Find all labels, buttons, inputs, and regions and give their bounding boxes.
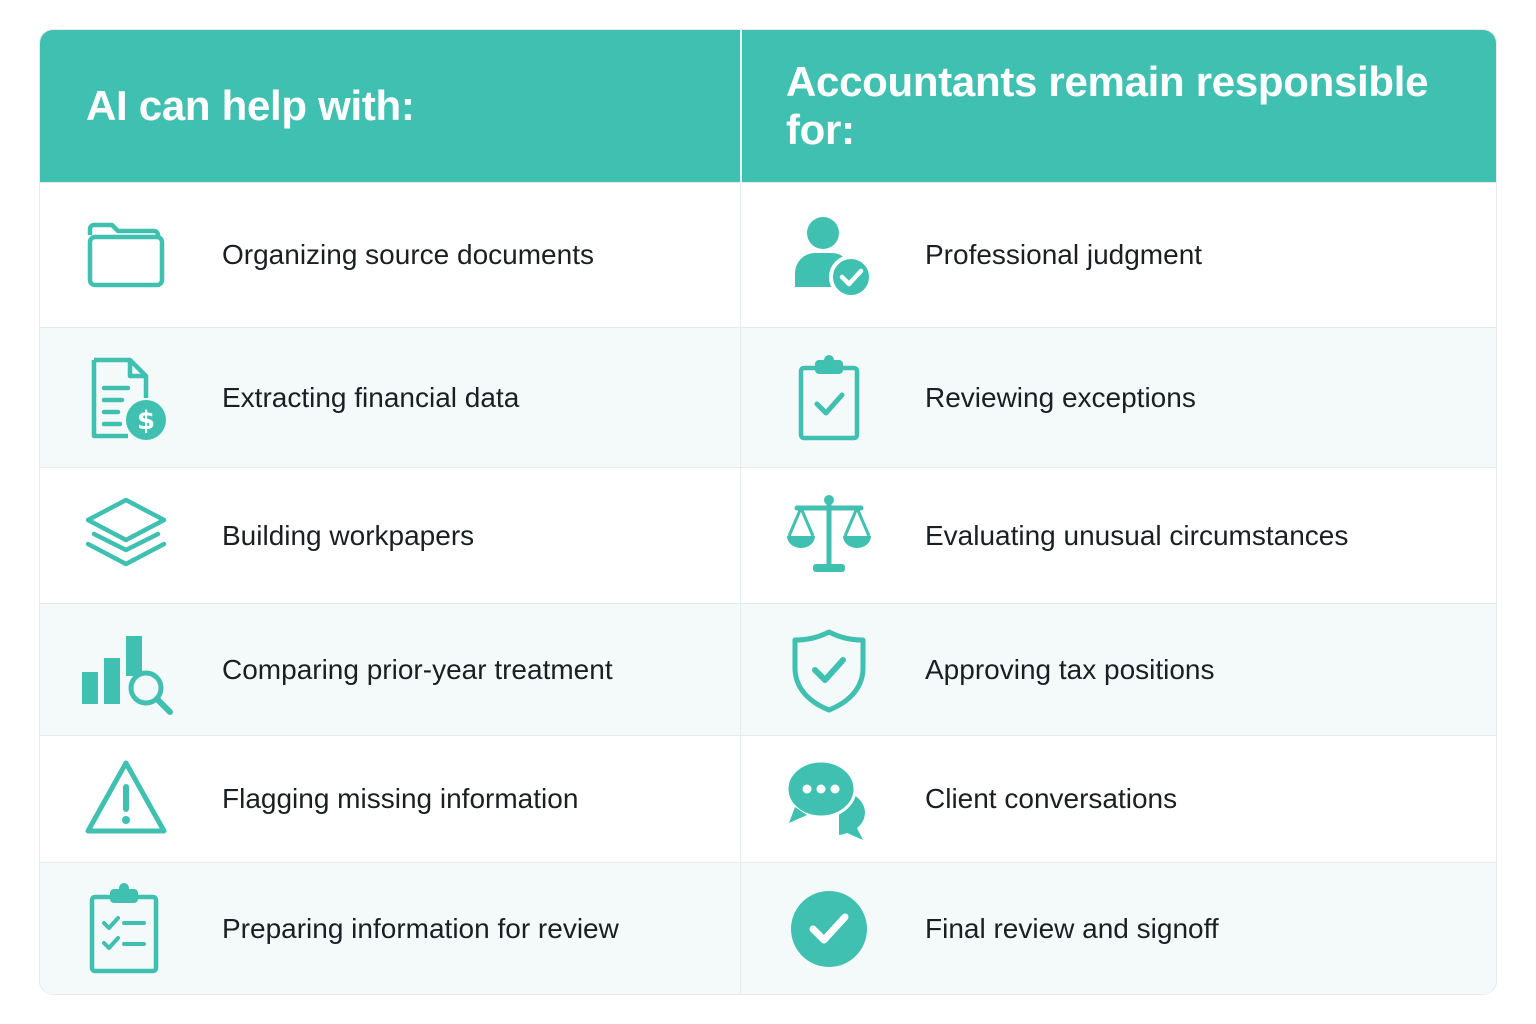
accountant-item: Client conversations	[740, 736, 1496, 862]
warning-icon	[76, 749, 176, 849]
ai-item-label: Organizing source documents	[222, 239, 594, 270]
chart-magnifier-icon	[76, 620, 176, 720]
user-check-icon	[779, 205, 879, 305]
ai-item: Organizing source documents	[40, 183, 740, 327]
scales-icon	[779, 486, 879, 586]
ai-item: Building workpapers	[40, 468, 740, 603]
svg-text:$: $	[137, 406, 155, 436]
folder-icon	[76, 205, 176, 305]
comparison-table: AI can help with: Accountants remain res…	[39, 29, 1497, 995]
ai-item-label: Extracting financial data	[222, 381, 520, 413]
checklist-clipboard-icon	[76, 879, 176, 979]
table-header: AI can help with: Accountants remain res…	[40, 30, 1496, 182]
accountant-item: Reviewing exceptions	[740, 328, 1496, 467]
ai-item-label: Building workpapers	[222, 519, 475, 551]
layers-icon	[76, 486, 176, 586]
chat-bubbles-icon	[779, 749, 879, 849]
clipboard-check-icon	[779, 348, 879, 448]
accountant-item: Evaluating unusual circumstances	[740, 468, 1496, 603]
table-row: Comparing prior-year treatment Approving…	[40, 603, 1496, 735]
accountant-item: Approving tax positions	[740, 604, 1496, 735]
ai-item: Preparing information for review	[40, 863, 740, 994]
table-row: Building workpapers Evaluating unusual c…	[40, 467, 1496, 603]
accountant-item-label: Approving tax positions	[925, 653, 1215, 685]
ai-item: Flagging missing information	[40, 736, 740, 862]
ai-item: Comparing prior-year treatment	[40, 604, 740, 735]
ai-item-label: Flagging missing information	[222, 783, 579, 814]
accountant-item-label: Final review and signoff	[925, 913, 1219, 944]
ai-item-label: Comparing prior-year treatment	[222, 653, 613, 685]
table-row: Flagging missing information Client conv…	[40, 735, 1496, 862]
header-accountants-responsible: Accountants remain responsible for:	[740, 30, 1496, 182]
accountant-item-label: Client conversations	[925, 783, 1178, 814]
table-row: $ Extracting financial data Reviewing ex…	[40, 327, 1496, 467]
accountant-item: Final review and signoff	[740, 863, 1496, 994]
accountant-item-label: Professional judgment	[925, 239, 1203, 270]
shield-check-icon	[779, 620, 879, 720]
check-circle-icon	[779, 879, 879, 979]
accountant-item-label: Reviewing exceptions	[925, 381, 1196, 413]
table-row: Organizing source documents Professional…	[40, 182, 1496, 327]
accountant-item: Professional judgment	[740, 183, 1496, 327]
header-ai-can-help: AI can help with:	[86, 82, 415, 129]
document-dollar-icon: $	[76, 348, 176, 448]
table-row: Preparing information for review Final r…	[40, 862, 1496, 994]
ai-item-label: Preparing information for review	[222, 913, 619, 944]
ai-item: $ Extracting financial data	[40, 328, 740, 467]
accountant-item-label: Evaluating unusual circumstances	[925, 519, 1349, 551]
